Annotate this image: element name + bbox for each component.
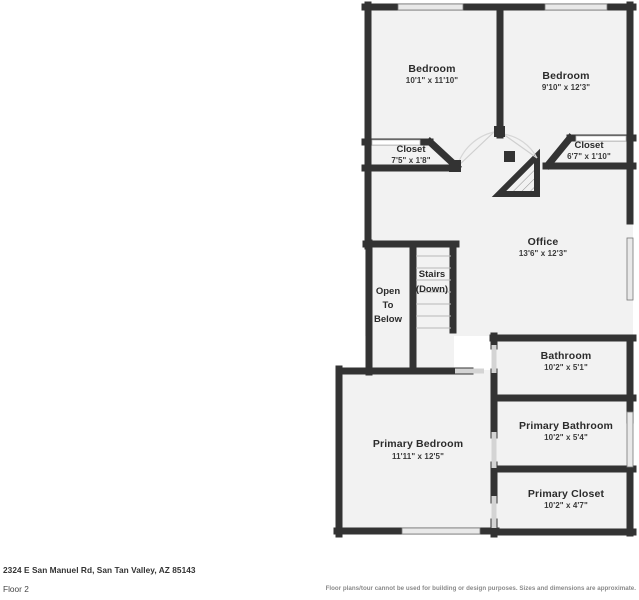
door-swing-line-right [502, 133, 538, 159]
window-bedroom2-top [544, 3, 608, 11]
room-dim-primary-closet: 10'2" x 4'7" [544, 501, 588, 510]
room-dim-closet-1: 7'5" x 1'8" [391, 156, 430, 165]
room-dim-primary-bathroom: 10'2" x 5'4" [544, 433, 588, 442]
walls [333, 1, 637, 538]
door-swing-line-left [456, 131, 495, 168]
windows [371, 3, 634, 535]
footer: 2324 E San Manuel Rd, San Tan Valley, AZ… [0, 556, 639, 600]
floor-label: Floor 2 [3, 584, 29, 594]
room-label-primary-bedroom: Primary Bedroom [373, 438, 463, 450]
floor-plan-drawing: Bedroom 10'1" x 11'10" Bedroom 9'10" x 1… [333, 1, 637, 538]
window-closet2 [575, 135, 627, 142]
door-post-center [494, 126, 505, 137]
open-to-below-line-2: To [383, 300, 394, 311]
door-swing-arc-right [502, 133, 538, 159]
room-dim-office: 13'6" x 12'3" [519, 249, 567, 258]
room-dim-bedroom-2: 9'10" x 12'3" [542, 83, 590, 92]
room-dim-primary-bedroom: 11'11" x 12'5" [392, 452, 444, 461]
hatched-niche [491, 148, 540, 197]
window-closet1 [371, 139, 421, 146]
room-label-closet-2: Closet [574, 140, 604, 151]
window-primary-bedroom-bottom [401, 527, 481, 535]
door-post-left [449, 160, 461, 172]
property-address: 2324 E San Manuel Rd, San Tan Valley, AZ… [3, 565, 196, 575]
door-post-right [504, 151, 515, 162]
room-label-bedroom-2: Bedroom [542, 70, 589, 82]
room-dim-closet-2: 6'7" x 1'10" [567, 152, 611, 161]
fill-primary-bedroom [337, 370, 495, 532]
room-label-primary-bathroom: Primary Bathroom [519, 420, 613, 432]
window-bedroom1-top [397, 3, 464, 11]
stairs-label-line-1: Stairs [419, 269, 445, 280]
window-primary-bath-right [626, 411, 634, 468]
room-label-bathroom: Bathroom [541, 350, 592, 362]
open-to-below-line-1: Open [376, 286, 400, 297]
room-label-closet-1: Closet [396, 144, 426, 155]
niche-shape [491, 148, 540, 197]
fill-right-lower-block [493, 336, 633, 532]
door-openings [455, 345, 497, 528]
window-office-right [626, 237, 634, 301]
floor-plan-canvas: Bedroom 10'1" x 11'10" Bedroom 9'10" x 1… [333, 1, 637, 538]
door-swings [449, 126, 538, 172]
stairs-label-line-2: (Down) [416, 284, 448, 295]
wall-closet2-angle [543, 133, 575, 170]
room-dim-bathroom: 10'2" x 5'1" [544, 363, 588, 372]
disclaimer-text: Floor plans/tour cannot be used for buil… [325, 585, 636, 592]
stair-treads [416, 255, 451, 329]
open-to-below-line-3: Below [374, 314, 403, 325]
room-label-bedroom-1: Bedroom [408, 63, 455, 75]
room-labels: Bedroom 10'1" x 11'10" Bedroom 9'10" x 1… [373, 63, 613, 510]
room-label-primary-closet: Primary Closet [528, 488, 605, 500]
room-dim-bedroom-1: 10'1" x 11'10" [406, 76, 458, 85]
room-label-office: Office [528, 236, 559, 248]
